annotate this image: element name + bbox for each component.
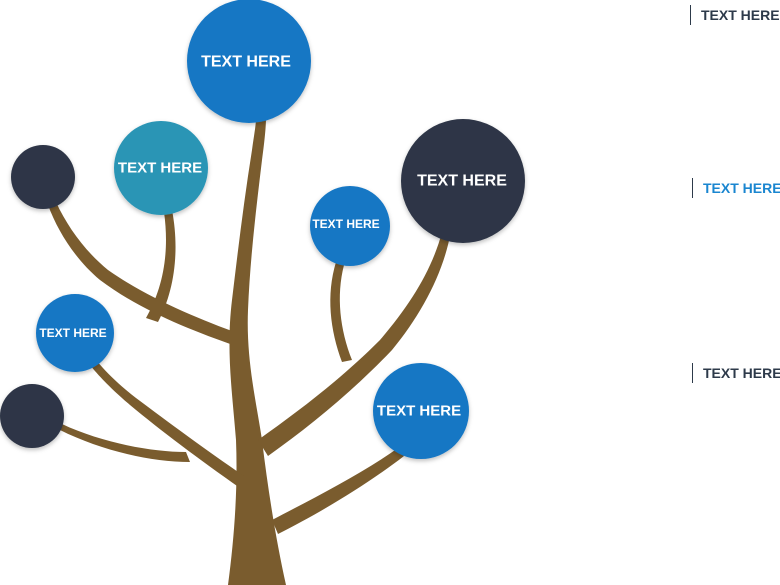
side-label-top: TEXT HERE bbox=[690, 5, 780, 25]
bubble-navy-right[interactable]: TEXT HERE bbox=[401, 119, 525, 243]
bubble-mid[interactable]: TEXT HERE bbox=[310, 186, 390, 266]
branch-right bbox=[258, 232, 450, 456]
branch-left bbox=[48, 202, 240, 346]
bubble-top-circle bbox=[187, 0, 311, 123]
tree-trunk bbox=[228, 118, 286, 585]
bubble-teal-circle bbox=[114, 121, 208, 215]
branch-left-sub bbox=[146, 210, 176, 322]
bubble-top-label: TEXT HERE bbox=[201, 54, 291, 71]
side-label-bottom: TEXT HERE bbox=[692, 363, 780, 383]
bubble-navy-bottom-left-circle bbox=[0, 384, 64, 448]
bubble-navy-bottom-left[interactable] bbox=[0, 384, 64, 448]
bubble-navy-right-circle bbox=[401, 119, 525, 243]
branch-lower-left-twig bbox=[60, 424, 190, 462]
bubble-bottom-right-circle bbox=[373, 363, 469, 459]
side-label-middle-text: TEXT HERE bbox=[703, 180, 780, 196]
bubbles-group: TEXT HERE TEXT HERE TEXT HERE TEXT HERE … bbox=[0, 0, 525, 459]
branch-lower-right bbox=[272, 448, 404, 534]
bubble-teal-label: TEXT HERE bbox=[118, 160, 202, 177]
bubble-navy-right-label: TEXT HERE bbox=[417, 173, 507, 190]
side-label-bottom-text: TEXT HERE bbox=[703, 365, 780, 381]
bubble-left-label: TEXT HERE bbox=[39, 326, 106, 340]
branch-lower-left bbox=[90, 360, 244, 488]
bubble-bottom-right[interactable]: TEXT HERE bbox=[373, 363, 469, 459]
bubble-bottom-right-label: TEXT HERE bbox=[377, 403, 461, 420]
side-label-middle: TEXT HERE bbox=[692, 178, 780, 198]
bubble-navy-top-left[interactable] bbox=[11, 145, 75, 209]
bubble-top[interactable]: TEXT HERE bbox=[187, 0, 311, 123]
side-label-top-text: TEXT HERE bbox=[701, 7, 780, 23]
branch-right-sub bbox=[330, 262, 352, 362]
bubble-left-circle bbox=[36, 294, 114, 372]
bubble-teal[interactable]: TEXT HERE bbox=[114, 121, 208, 215]
bubble-mid-label: TEXT HERE bbox=[312, 217, 379, 231]
bubble-left[interactable]: TEXT HERE bbox=[36, 294, 114, 372]
bubble-mid-circle bbox=[310, 186, 390, 266]
tree-trunk-group bbox=[48, 118, 450, 585]
bubble-navy-top-left-circle bbox=[11, 145, 75, 209]
